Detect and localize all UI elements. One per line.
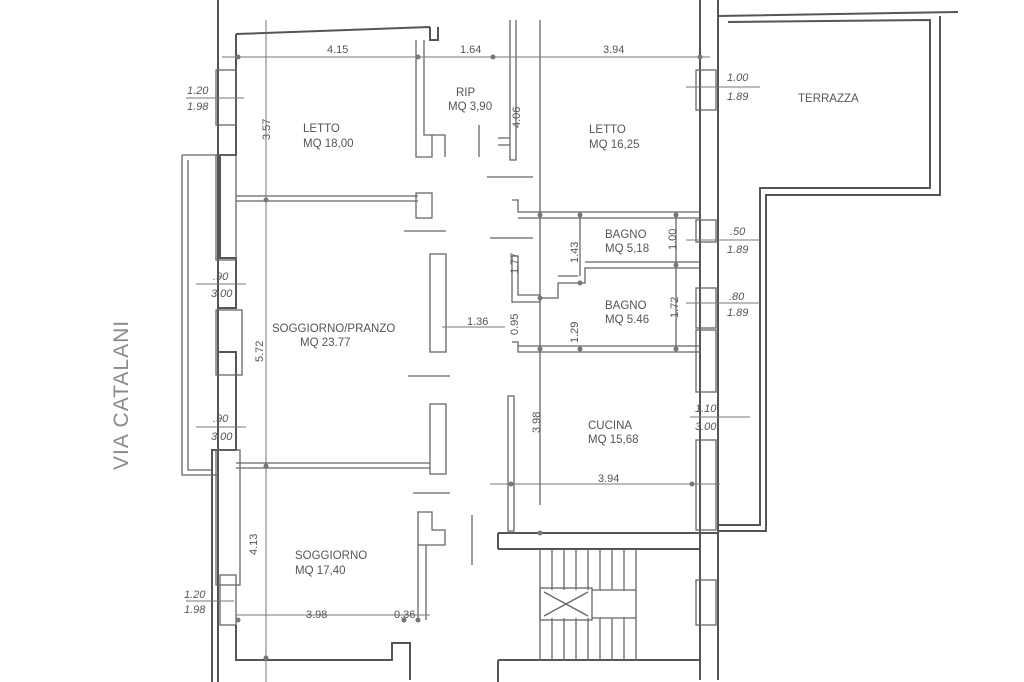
window-2-width: 1.00 [727,72,749,84]
room-cucina-area: MQ 15,68 [588,434,639,446]
window-8-width: 1.20 [184,589,206,601]
dim-pranzo-h: 5.72 [254,341,266,362]
dim-corridor-h: 1.77 [509,253,521,274]
dim-soggiorno-h: 4.13 [248,534,260,555]
room-soggiorno-name: SOGGIORNO [295,550,367,562]
window-6-height: 3.00 [211,431,233,443]
window-3-width: .50 [730,226,746,238]
room-bagno1-name: BAGNO [605,229,647,241]
room-bagno2-area: MQ 5.46 [605,314,649,326]
room-bagno1-area: MQ 5,18 [605,243,649,255]
room-rip-name: RIP [456,87,476,99]
room-soggiorno-pranzo-area: MQ 23.77 [300,337,351,349]
room-bagno2-name: BAGNO [605,300,647,312]
dimension-labels: 4.15 1.64 3.94 3.57 4.06 1.43 1.00 1.77 … [248,44,681,621]
dim-bagno1-h: 1.00 [667,229,679,250]
dimension-lines [186,20,760,682]
dim-bagno2-w: 1.29 [569,322,581,343]
elevator-shaft [539,587,593,621]
dim-top-right: 3.94 [603,44,624,56]
dim-cucina-w: 3.94 [598,473,619,485]
staircase [539,549,637,660]
window-5-height: 1.89 [727,307,748,319]
window-5-width: .80 [729,291,745,303]
dim-top-left: 4.15 [327,44,348,56]
window-8-height: 1.98 [184,604,206,616]
window-2-height: 1.89 [727,91,748,103]
dim-bagno1-w: 1.43 [569,242,581,263]
window-6-width: .90 [213,413,229,425]
room-labels: LETTO MQ 18,00 RIP MQ 3,90 LETTO MQ 16,2… [272,87,859,577]
dim-top-mid: 1.64 [460,44,481,56]
dim-door-w: 0.95 [509,314,521,335]
room-letto2-name: LETTO [589,124,626,136]
window-1-width: 1.20 [187,85,209,97]
room-letto1-area: MQ 18,00 [303,138,354,150]
room-rip-area: MQ 3,90 [448,101,492,113]
window-4-width: .90 [213,271,229,283]
window-4-height: 3.00 [211,288,233,300]
room-terrazza-name: TERRAZZA [798,93,859,105]
dim-pranzo-depth: 1.36 [467,316,488,328]
window-1-height: 1.98 [187,101,209,113]
room-letto2-area: MQ 16,25 [589,139,640,151]
street-name: VIA CATALANI [110,320,133,470]
room-soggiorno-area: MQ 17,40 [295,565,346,577]
room-soggiorno-pranzo-name: SOGGIORNO/PRANZO [272,323,395,335]
dim-letto1-h: 3.57 [261,119,273,140]
window-3-height: 1.89 [727,244,748,256]
window-7-width: 1.10 [695,403,717,415]
window-labels: 1.20 1.98 1.00 1.89 .50 1.89 .90 3.00 .8… [184,72,749,616]
window-7-height: 3.00 [695,421,717,433]
dim-cucina-h: 3.98 [531,412,543,433]
dim-soggiorno-w: 3.98 [306,609,327,621]
room-letto1-name: LETTO [303,123,340,135]
dim-bagno2-h: 1.72 [669,297,681,318]
dim-letto2-h: 4.06 [511,107,523,128]
dim-soggiorno-w2: 0.36 [394,609,415,621]
room-cucina-name: CUCINA [588,420,632,432]
